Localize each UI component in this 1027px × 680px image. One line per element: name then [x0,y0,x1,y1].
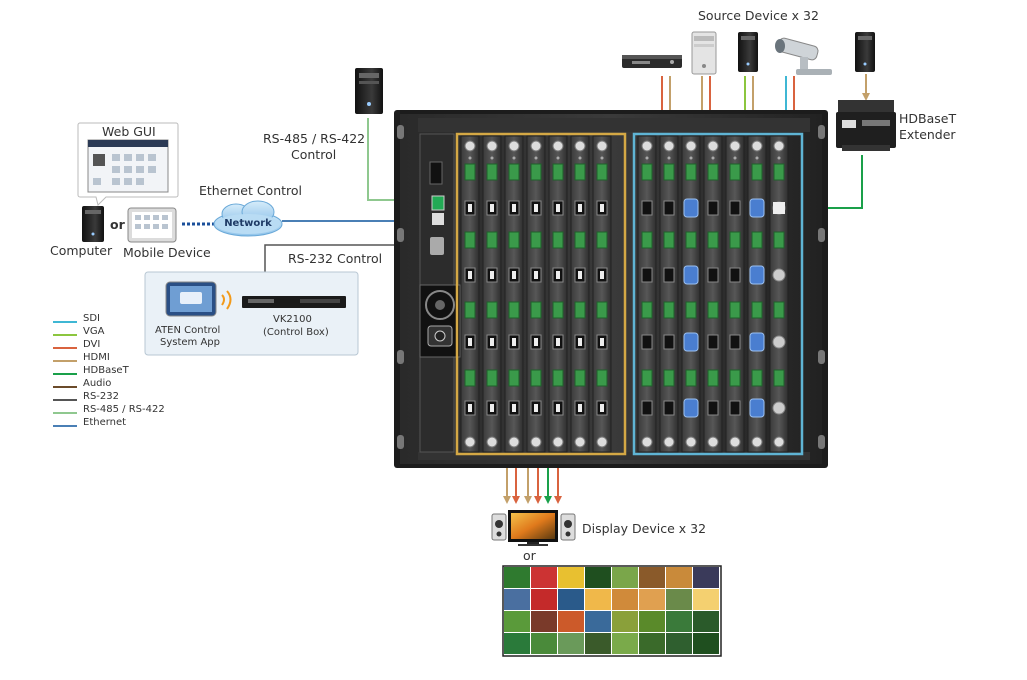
source-devices-label: Source Device x 32 [698,8,819,23]
video-wall-tile [612,589,638,610]
video-wall-tile [639,633,665,654]
video-wall-tile [693,567,719,588]
video-wall-tile [558,611,584,632]
legend-item: Ethernet [83,417,127,428]
io-card [592,135,612,453]
io-card [504,135,524,453]
speaker-right-icon [560,513,576,541]
io-card [482,135,502,453]
ethernet-control-label: Ethernet Control [199,183,303,198]
control-pc-icon [355,68,383,114]
input-cards-frame [455,132,627,456]
or-label-2: or [523,548,536,563]
rs485-label-2: Control [291,147,337,162]
video-wall-tile [504,611,530,632]
io-card [570,135,590,453]
io-card [703,135,723,453]
security-camera-icon [775,37,832,75]
video-wall-tile [612,633,638,654]
hdbaset-extender-label-2: Extender [899,127,956,142]
video-wall-tile [666,611,692,632]
io-card [637,135,657,453]
hdbaset-extender-label-1: HDBaseT [899,111,957,126]
computer-icon [82,206,104,242]
video-wall-tile [693,611,719,632]
video-wall-tile [531,589,557,610]
video-wall-tile [531,567,557,588]
io-card [526,135,546,453]
video-wall-tile [666,633,692,654]
video-wall-tile [558,567,584,588]
io-card [548,135,568,453]
video-wall-tile [504,633,530,654]
io-card [747,135,767,453]
legend-swatches [53,321,77,427]
vk2100-label-1: VK2100 [273,314,312,325]
rs232-control-box [144,271,359,356]
video-wall-tile [639,567,665,588]
video-wall-tile [693,633,719,654]
desktop-pc-icon [691,31,717,75]
computer-label: Computer [50,243,113,258]
network-cloud-icon [213,200,283,237]
legend-item: DVI [83,339,101,350]
video-wall-tile [639,611,665,632]
io-card [460,135,480,453]
vk2100-label-2: (Control Box) [263,327,329,338]
display-monitor-icon [508,510,558,546]
legend-item: HDMI [83,352,110,363]
display-devices-label: Display Device x 32 [582,521,707,536]
web-gui-label: Web GUI [102,124,156,139]
legend-item: HDBaseT [83,365,129,376]
computer-tower-icon [738,32,758,72]
video-wall-tile [504,589,530,610]
video-wall-tile [693,589,719,610]
io-card [725,135,745,453]
legend-item: SDI [83,313,100,324]
video-wall-tile [585,611,611,632]
mobile-device-icon [127,207,177,243]
video-wall-tile [585,567,611,588]
io-card [681,135,701,453]
rs485-label-1: RS-485 / RS-422 [263,131,366,146]
video-wall-tile [666,589,692,610]
rs232-control-label: RS-232 Control [288,251,383,266]
aten-app-label-1: ATEN Control [155,325,221,336]
video-wall-tile [585,633,611,654]
video-wall-tile [639,589,665,610]
io-cards [460,135,789,453]
video-wall-tile [585,589,611,610]
video-wall-tile [504,567,530,588]
video-wall-tile [612,611,638,632]
or-label-1: or [110,217,125,232]
video-wall-tile [531,611,557,632]
speaker-left-icon [491,513,507,541]
video-wall-tile [558,589,584,610]
output-cards-frame [632,132,804,456]
hdbaset-extender-device [836,100,896,151]
web-gui-bubble [77,122,179,206]
video-wall-tile [666,567,692,588]
computer-tower-icon-2 [855,32,875,72]
network-label: Network [224,218,272,229]
blu-ray-player-icon [622,55,682,68]
legend-item: VGA [83,326,105,337]
legend-item: Audio [83,378,112,389]
io-card [769,135,789,453]
video-wall-tile [612,567,638,588]
io-card [659,135,679,453]
video-wall-tile [558,633,584,654]
video-wall [502,565,722,657]
aten-app-label-2: System App [160,337,221,348]
video-wall-tile [531,633,557,654]
legend-item: RS-485 / RS-422 [83,404,165,415]
mobile-device-label: Mobile Device [123,245,211,260]
legend-item: RS-232 [83,391,119,402]
